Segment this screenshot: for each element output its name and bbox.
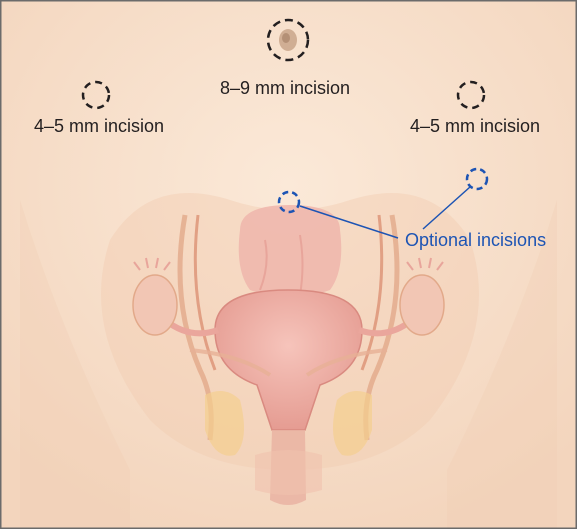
umbilical-incision-label: 8–9 mm incision [220, 78, 350, 99]
bladder [239, 205, 342, 298]
right-ovary [400, 275, 444, 335]
rectum [255, 450, 322, 495]
navel-center [282, 33, 290, 43]
left-ovary [133, 275, 177, 335]
left-incision-label: 4–5 mm incision [34, 116, 164, 137]
right-incision-label: 4–5 mm incision [410, 116, 540, 137]
optional-incisions-label: Optional incisions [405, 230, 546, 251]
